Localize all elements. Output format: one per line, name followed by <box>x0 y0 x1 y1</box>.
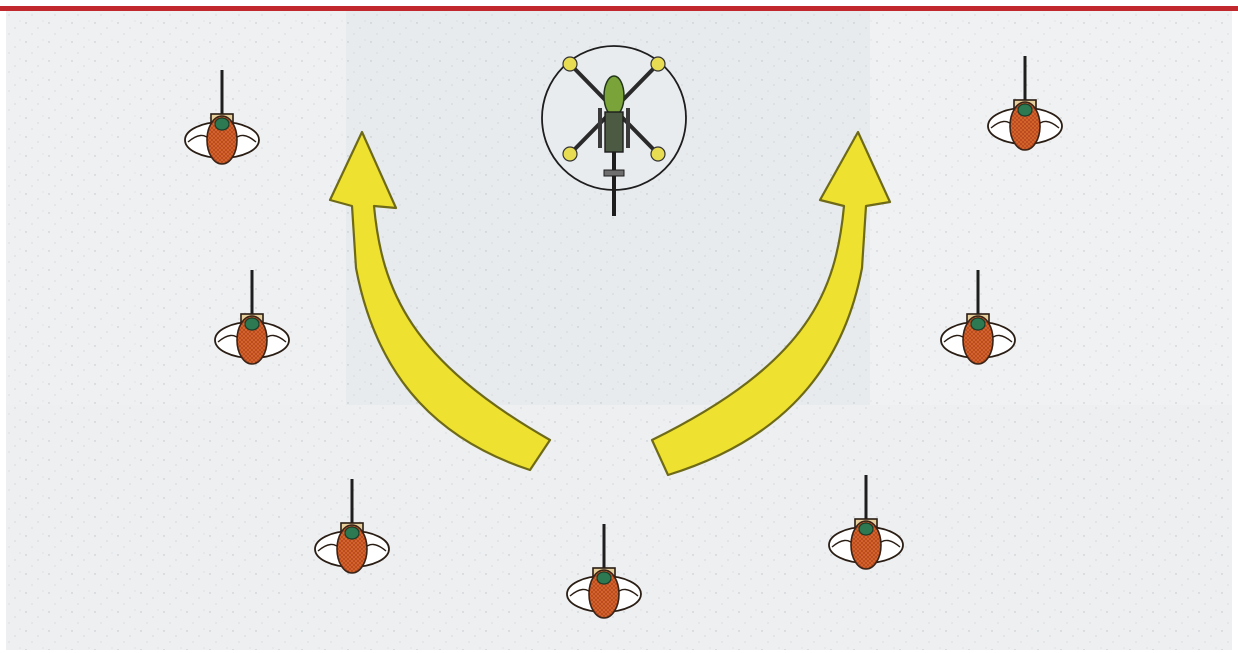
helicopter-cabin <box>604 76 624 116</box>
rotor-tip <box>563 57 577 71</box>
rotor-tip <box>651 147 665 161</box>
frame-top-rule <box>0 6 1238 11</box>
helicopter-skid-right <box>626 108 630 148</box>
helicopter-skid-left <box>598 108 602 148</box>
helicopter-tail-fin <box>604 170 624 176</box>
helicopter-body <box>605 112 623 152</box>
rotor-tip <box>651 57 665 71</box>
rotor-tip <box>563 147 577 161</box>
